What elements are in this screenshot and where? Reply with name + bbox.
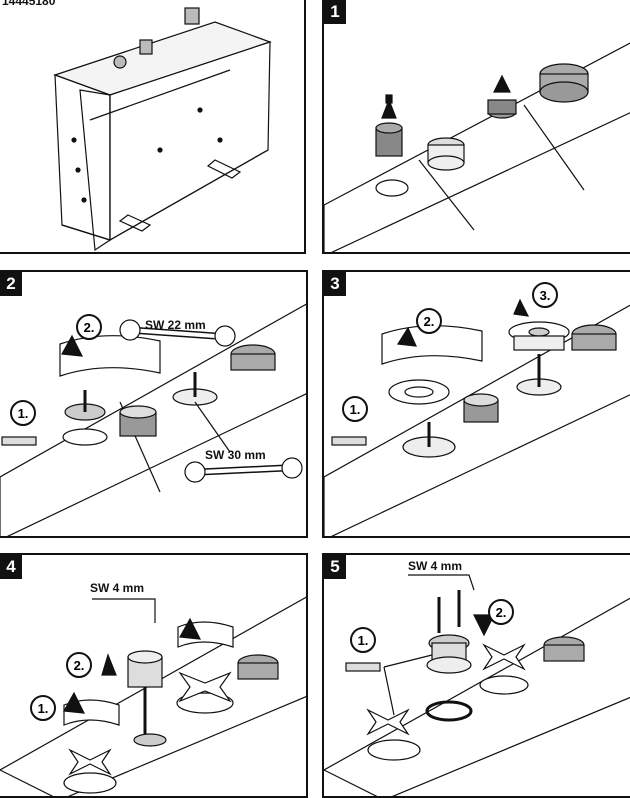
callout-2: 2. — [488, 599, 514, 625]
step-number: 1 — [324, 0, 346, 24]
callout-1: 1. — [350, 627, 376, 653]
panel-mounting-frame: 14445180 — [0, 0, 306, 254]
panel-step-4: 4 SW 4 mm 1. 2. — [0, 553, 308, 798]
mounting-frame-illustration — [53, 7, 272, 252]
callout-2: 2. — [66, 652, 92, 678]
step-number: 3 — [324, 272, 346, 296]
wrench-label-sw22: SW 22 mm — [145, 318, 206, 332]
step-5-illustration — [324, 574, 630, 796]
callout-1: 1. — [30, 695, 56, 721]
key-label-sw4: SW 4 mm — [90, 581, 145, 595]
step-number: 5 — [324, 555, 346, 579]
step-number: 4 — [0, 555, 22, 579]
panel-step-3: 3 1. 2. 3. — [322, 270, 630, 538]
panel-step-1: 1 — [322, 0, 630, 254]
panel-step-5: 5 SW 4 mm 1. 2. — [322, 553, 630, 798]
step-2-illustration — [0, 303, 306, 536]
key-label-sw4: SW 4 mm — [408, 559, 463, 573]
step-number: 2 — [0, 272, 22, 296]
callout-2: 2. — [76, 314, 102, 340]
callout-3: 3. — [532, 282, 558, 308]
callout-1: 1. — [10, 400, 36, 426]
callout-2: 2. — [416, 308, 442, 334]
part-number: 14445180 — [2, 0, 56, 8]
step-3-illustration — [324, 298, 630, 536]
callout-1: 1. — [342, 396, 368, 422]
panel-step-2: 2 1. 2. SW 22 mm — [0, 270, 308, 538]
step-4-illustration — [0, 596, 306, 796]
step-1-illustration — [324, 42, 630, 252]
wrench-label-sw30: SW 30 mm — [205, 448, 266, 462]
